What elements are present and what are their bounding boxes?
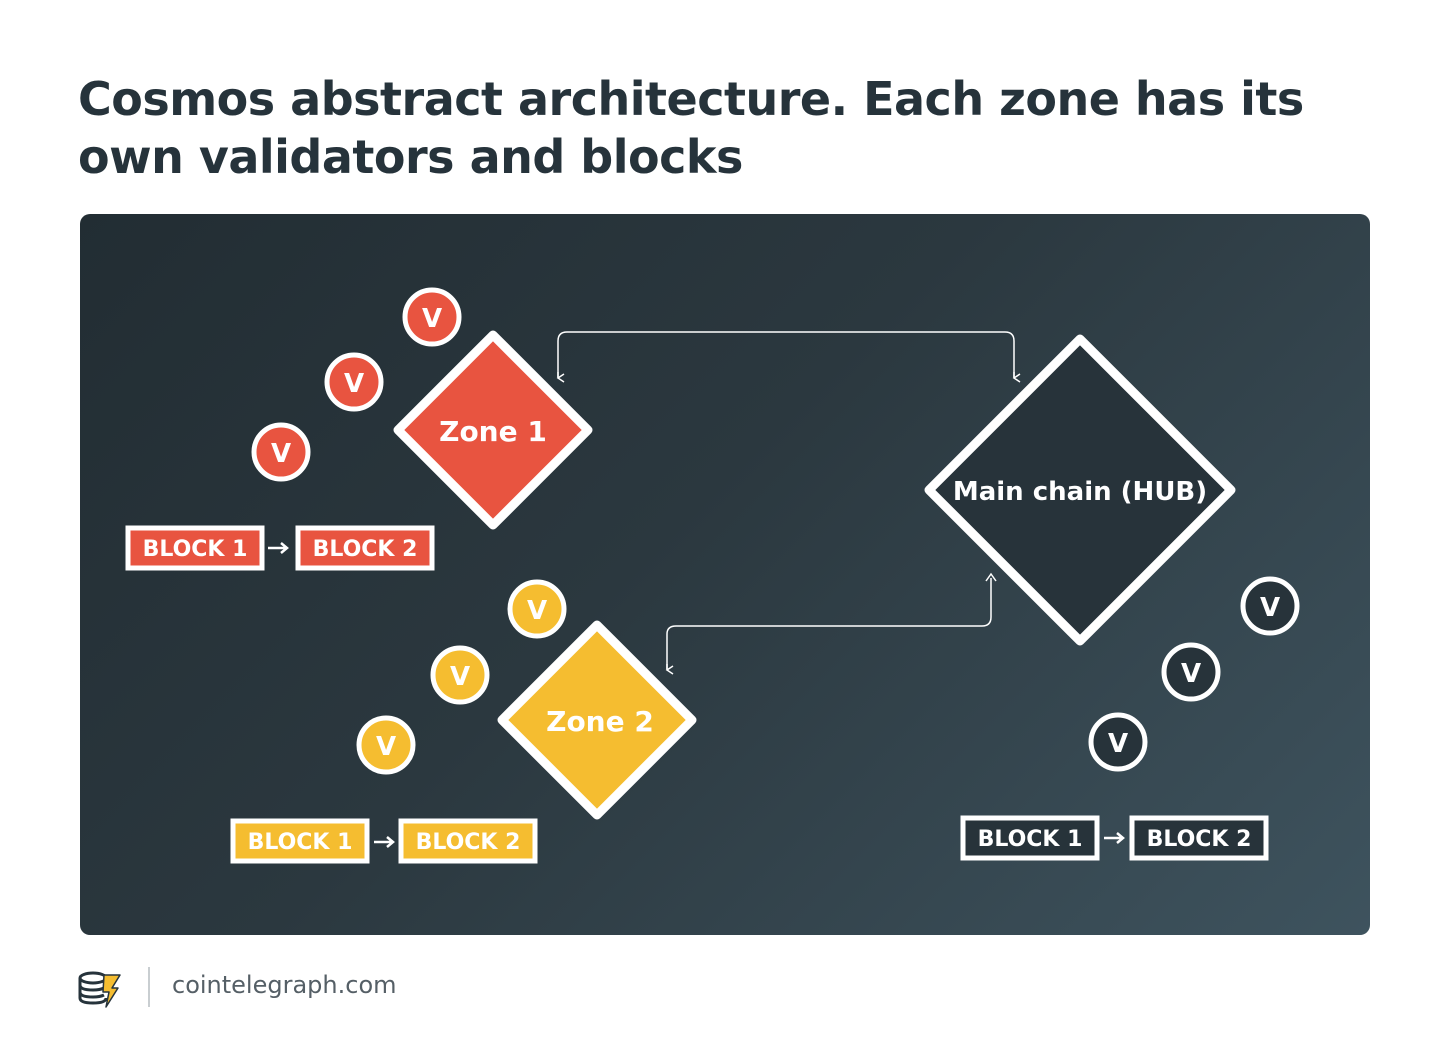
validator-label: V	[527, 596, 547, 626]
zone-1-block-1: BLOCK 1	[125, 525, 265, 571]
hub-label: Main chain (HUB)	[953, 477, 1207, 507]
block-label: BLOCK 1	[248, 830, 353, 855]
validator-label: V	[1181, 659, 1201, 689]
zone-2-block-2: BLOCK 2	[398, 818, 538, 864]
page-title: Cosmos abstract architecture. Each zone …	[78, 72, 1304, 184]
zone-1-block-2: BLOCK 2	[295, 525, 435, 571]
arrowhead-up-icon	[985, 572, 997, 582]
zone-2-diamond	[497, 620, 697, 820]
architecture-diagram: Zone 1 V V V BLOCK 1 BLOCK 2	[125, 287, 1300, 864]
zone-1-validator: V	[402, 287, 462, 347]
zone-2-validator: V	[430, 645, 490, 705]
block-label: BLOCK 1	[978, 827, 1083, 852]
zone-1-validator: V	[324, 352, 384, 412]
hub-group: Main chain (HUB) V V V BLOCK 1 BLOCK 2	[924, 334, 1300, 861]
block-arrow-icon	[374, 836, 395, 848]
zone-2-block-1: BLOCK 1	[230, 818, 370, 864]
footer: cointelegraph.com	[78, 965, 478, 1009]
block-label: BLOCK 2	[313, 537, 418, 562]
zone-1-diamond	[393, 330, 593, 530]
block-label: BLOCK 1	[143, 537, 248, 562]
hub-validator: V	[1161, 642, 1221, 702]
hub-validator: V	[1240, 576, 1300, 636]
block-arrow-icon	[1104, 832, 1125, 844]
zone-1-label: Zone 1	[439, 415, 547, 448]
validator-label: V	[271, 439, 291, 469]
hub-diamond	[924, 334, 1236, 646]
hub-block-1: BLOCK 1	[960, 815, 1100, 861]
zone-2-group: Zone 2 V V V BLOCK 1 BLOCK 2	[230, 579, 697, 864]
site-name: cointelegraph.com	[172, 971, 397, 999]
block-arrow-icon	[268, 542, 289, 554]
block-label: BLOCK 2	[1147, 827, 1252, 852]
zone-2-validator: V	[356, 715, 416, 775]
connector-zone2-hub	[666, 578, 992, 669]
hub-validator: V	[1088, 712, 1148, 772]
zone-1-validator: V	[251, 422, 311, 482]
zone-2-validator: V	[507, 579, 567, 639]
zone-2-label: Zone 2	[546, 705, 654, 738]
cointelegraph-logo-icon	[78, 969, 124, 1013]
validator-label: V	[450, 662, 470, 692]
validator-label: V	[1108, 729, 1128, 759]
connector-zone1-hub	[557, 331, 1015, 377]
validator-label: V	[422, 304, 442, 334]
zone-1-group: Zone 1 V V V BLOCK 1 BLOCK 2	[125, 287, 593, 571]
hub-block-2: BLOCK 2	[1129, 815, 1269, 861]
footer-divider	[148, 967, 150, 1007]
block-label: BLOCK 2	[416, 830, 521, 855]
diagram-panel: Zone 1 V V V BLOCK 1 BLOCK 2	[80, 214, 1370, 935]
validator-label: V	[344, 369, 364, 399]
validator-label: V	[1260, 593, 1280, 623]
validator-label: V	[376, 732, 396, 762]
